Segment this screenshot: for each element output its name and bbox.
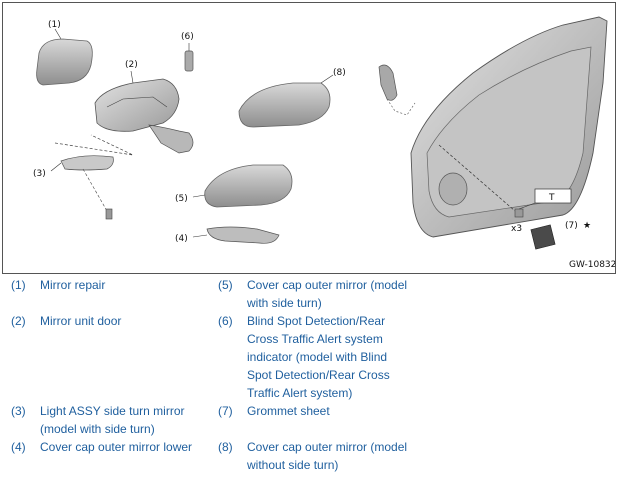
- mirror-unit-base: [148, 124, 194, 154]
- legend-num: (8): [218, 440, 233, 454]
- callout-6: (6): [181, 32, 194, 42]
- legend-num: (7): [218, 404, 233, 418]
- figure-id: GW-10832: [569, 260, 615, 270]
- mirror-unit-detail: [106, 96, 168, 108]
- legend-text: Mirror repair: [40, 278, 106, 292]
- legend-num: (5): [218, 278, 233, 292]
- star-icon: ★: [583, 221, 591, 231]
- mirror-glass-part: [36, 38, 93, 86]
- qty-label: x3: [511, 224, 522, 234]
- tool-label-box: [534, 188, 572, 204]
- legend-text: Cover cap outer mirror (model without si…: [247, 440, 408, 472]
- leader-line-2: [130, 70, 134, 84]
- legend-num: (4): [11, 440, 26, 454]
- callout-7: (7): [565, 221, 578, 231]
- legend-num: (1): [11, 278, 26, 292]
- legend-num: (2): [11, 314, 26, 328]
- bsd-indicator-part: [184, 50, 194, 72]
- legend-text: Cover cap outer mirror lower: [40, 440, 193, 454]
- legend-text: Light ASSY side turn mirror (model with …: [40, 404, 185, 436]
- dashed-guide-3: [82, 168, 108, 212]
- grommet-sheet-part: [530, 224, 556, 250]
- leader-line-1: [54, 28, 62, 40]
- dashed-guide-door: [438, 144, 516, 212]
- tool-label: T: [548, 193, 555, 203]
- dashed-guide-2: [54, 134, 134, 156]
- leader-line-5: [192, 194, 206, 198]
- mirror-unit-part: [94, 78, 180, 132]
- screw-part: [105, 208, 113, 220]
- callout-2: (2): [125, 60, 138, 70]
- leader-line-3: [50, 162, 62, 172]
- callout-8: (8): [333, 68, 346, 78]
- mirror-harness: [386, 98, 416, 116]
- legend-num: (6): [218, 314, 233, 328]
- door-mirror-small: [378, 64, 398, 101]
- exploded-diagram: (1) (2) (6) (3) (8) (5) (4): [2, 2, 616, 274]
- legend-text: Blind Spot Detection/Rear Cross Traffic …: [247, 314, 390, 400]
- leader-line-t: [518, 202, 536, 210]
- leader-line-8: [320, 74, 334, 84]
- legend-text: Grommet sheet: [247, 404, 330, 418]
- legend-text: Cover cap outer mirror (model with side …: [247, 278, 408, 310]
- door-speaker-hole: [438, 172, 468, 206]
- diagram-canvas: (1) (2) (6) (3) (8) (5) (4): [33, 16, 615, 270]
- cover-cap-no-turn-part: [238, 82, 331, 128]
- door-inner-panel: [426, 46, 592, 218]
- bolt-part: [514, 208, 524, 218]
- callout-3: (3): [33, 169, 46, 179]
- callout-4: (4): [175, 234, 188, 244]
- cover-cap-lower-part: [206, 226, 280, 244]
- callout-5: (5): [175, 194, 188, 204]
- leader-line-4: [192, 234, 208, 238]
- legend-num: (3): [11, 404, 26, 418]
- cover-cap-side-turn-part: [204, 164, 293, 208]
- side-turn-light-part: [60, 155, 114, 171]
- legend-text: Mirror unit door: [40, 314, 122, 328]
- callout-1: (1): [48, 20, 61, 30]
